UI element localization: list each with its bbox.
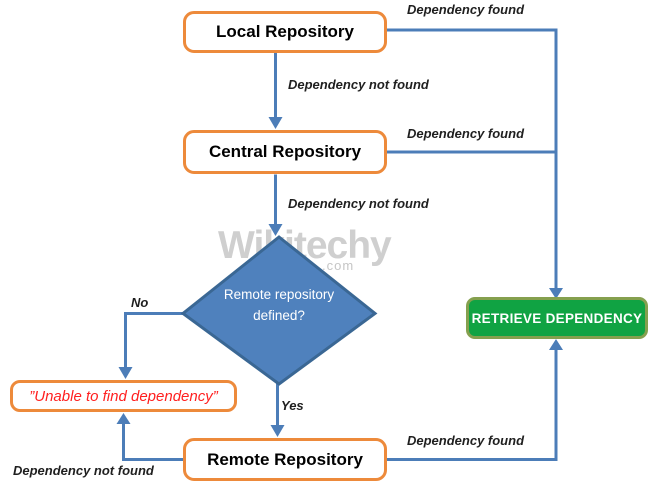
node-retrieve-dependency: RETRIEVE DEPENDENCY [466,297,648,339]
label-yes: Yes [281,398,304,413]
arrowhead-into-remote [270,425,285,437]
label-dependency-found-central: Dependency found [407,126,525,141]
node-unable-to-find-dependency: ”Unable to find dependency” [10,380,237,412]
arrowhead-into-decision [268,224,283,236]
arrowhead-into-retrieve-bottom [549,339,563,350]
label-no: No [131,295,149,310]
node-central-repository: Central Repository [183,130,387,174]
edge-remote-to-retrieve [385,347,558,461]
label-dependency-found-remote: Dependency found [407,433,525,448]
decision-diamond [180,235,378,386]
label-dependency-found-local: Dependency found [407,2,525,17]
label-dependency-not-found-central: Dependency not found [288,196,429,211]
arrowhead-into-unable-top [118,367,133,379]
node-local-repository: Local Repository [183,11,387,53]
arrowhead-into-retrieve-top [549,288,563,299]
watermark-suffix: .com [322,258,355,273]
label-dependency-not-found-local: Dependency not found [288,77,429,92]
arrowhead-into-central [268,117,283,129]
arrowhead-into-unable-bottom [116,413,131,424]
edge-decision-to-unable [124,312,186,370]
label-dependency-not-found-remote: Dependency not found [13,463,154,478]
node-remote-repository: Remote Repository [183,438,387,481]
edge-remote-to-unable [122,422,186,461]
decision-label: Remote repository defined? [223,287,335,323]
